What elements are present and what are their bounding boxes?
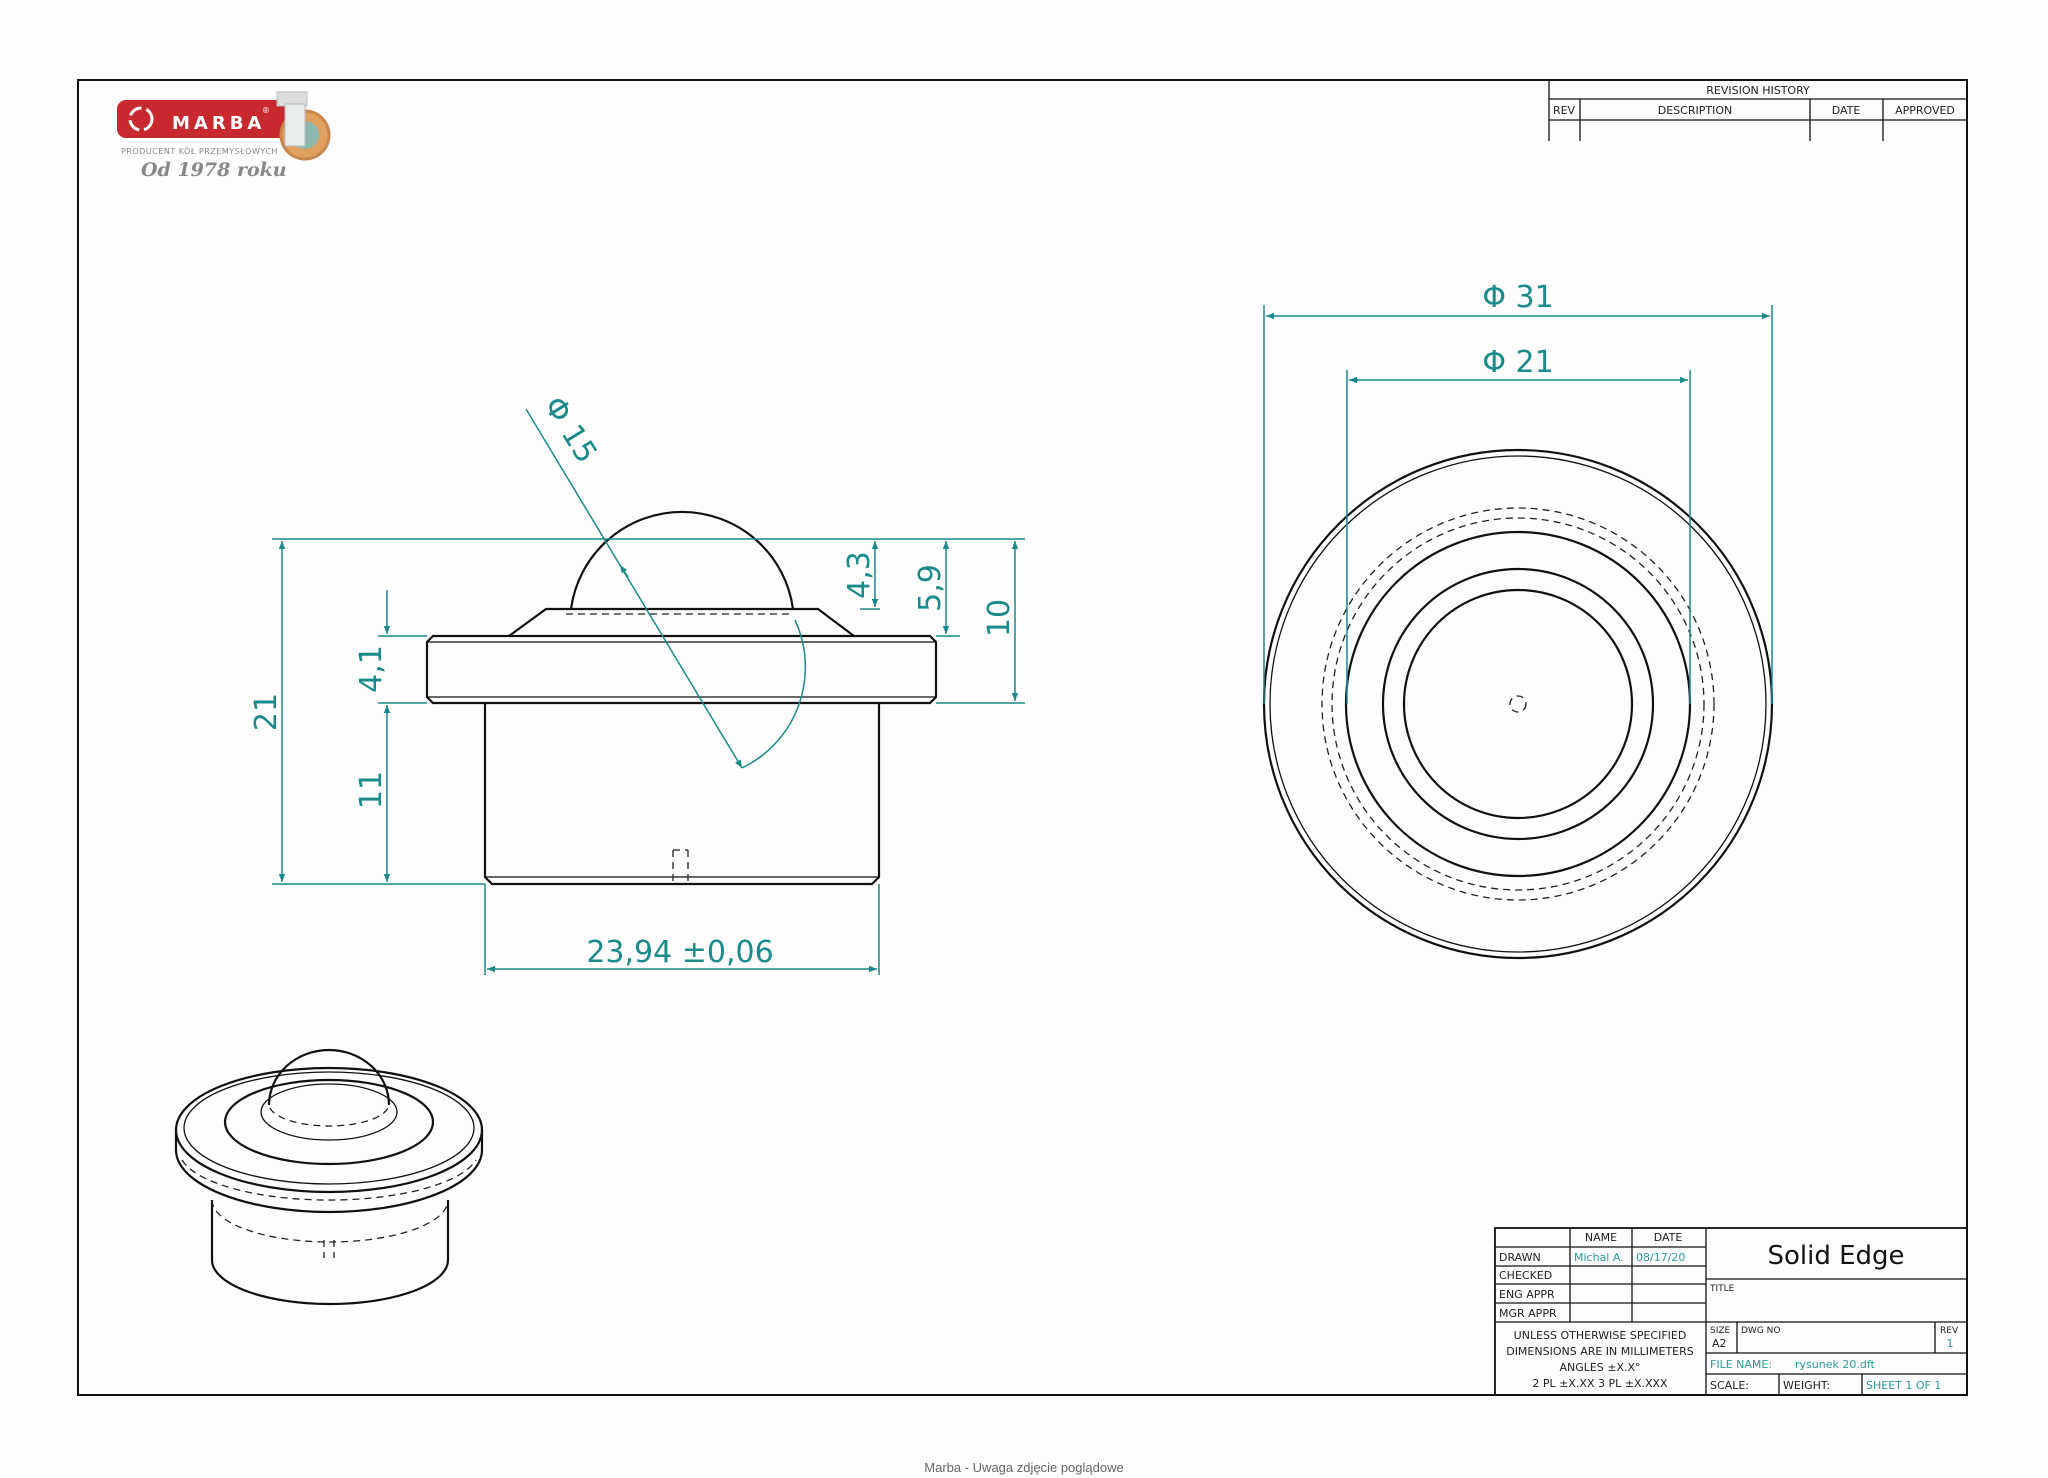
dim-top-height: 10 [982,599,1017,637]
dim-cone-diameter: Φ 21 [1482,345,1553,380]
svg-text:DIMENSIONS ARE IN MILLIMETERS: DIMENSIONS ARE IN MILLIMETERS [1506,1345,1694,1358]
file-name: rysunek 20.dft [1795,1358,1875,1371]
logo-registered-mark: ® [262,106,270,115]
top-view-dimensions: Φ 31 Φ 21 [1263,280,1773,704]
footer-caption: Marba - Uwaga zdjęcie poglądowe [924,1460,1124,1475]
svg-text:FILE NAME:: FILE NAME: [1710,1358,1772,1371]
dim-ball-diameter: Φ 15 [536,390,603,469]
svg-text:SIZE: SIZE [1710,1326,1731,1336]
svg-text:REVISION HISTORY: REVISION HISTORY [1706,84,1810,97]
dim-body-diameter: 23,94 ±0,06 [586,935,773,970]
side-view-dimensions: 21 4,1 11 4,3 5,9 10 23,94 ±0,06 Φ 15 [249,390,1025,975]
revision-history-table: REVISION HISTORY REV DESCRIPTION DATE AP… [1548,80,1967,141]
dim-flange-height: 4,1 [354,645,389,693]
svg-text:REV: REV [1553,104,1576,117]
svg-text:DATE: DATE [1832,104,1861,117]
dim-overall-height: 21 [249,693,284,731]
sheet-size: A2 [1712,1337,1727,1350]
svg-text:ANGLES ±X.X°: ANGLES ±X.X° [1559,1361,1640,1374]
logo-since: Od 1978 roku [141,159,287,181]
top-view [1262,448,1774,960]
svg-text:CHECKED: CHECKED [1499,1269,1552,1282]
svg-text:2 PL ±X.XX 3 PL ±X.XXX: 2 PL ±X.XX 3 PL ±X.XXX [1532,1377,1668,1390]
svg-text:WEIGHT:: WEIGHT: [1783,1379,1830,1392]
logo-tagline: PRODUCENT KÓŁ PRZEMYSŁOWYCH [121,145,278,156]
drawn-date: 08/17/20 [1636,1251,1685,1264]
sheet-border [77,79,1968,1396]
drawn-by-name: Michal A. [1574,1251,1624,1264]
dim-ball-protrusion: 4,3 [842,551,877,599]
sheet-number: SHEET 1 OF 1 [1866,1379,1941,1392]
svg-text:DRAWN: DRAWN [1499,1251,1541,1264]
svg-text:MGR APPR: MGR APPR [1499,1307,1557,1320]
company-name: Solid Edge [1767,1241,1904,1271]
side-view [425,510,938,886]
dim-cone-height: 5,9 [913,564,948,612]
svg-text:TITLE: TITLE [1709,1284,1735,1294]
svg-text:DATE: DATE [1654,1231,1683,1244]
svg-text:REV: REV [1940,1326,1959,1336]
revision-number: 1 [1947,1337,1954,1350]
dim-body-height: 11 [354,771,389,809]
svg-text:DWG NO: DWG NO [1741,1326,1780,1336]
svg-text:NAME: NAME [1585,1231,1617,1244]
svg-text:SCALE:: SCALE: [1710,1379,1749,1392]
marba-logo: MARBA ® PRODUCENT KÓŁ PRZEMYSŁOWYCH Od 1… [117,91,331,181]
svg-text:DESCRIPTION: DESCRIPTION [1658,104,1732,117]
svg-text:APPROVED: APPROVED [1895,104,1955,117]
svg-text:UNLESS OTHERWISE SPECIFIED: UNLESS OTHERWISE SPECIFIED [1514,1329,1687,1342]
dim-flange-diameter: Φ 31 [1482,280,1553,315]
svg-text:ENG APPR: ENG APPR [1499,1288,1555,1301]
isometric-view [174,1048,484,1306]
logo-brand: MARBA [172,113,265,134]
title-block: NAME DATE DRAWN Michal A. 08/17/20 CHECK… [1494,1227,1968,1396]
